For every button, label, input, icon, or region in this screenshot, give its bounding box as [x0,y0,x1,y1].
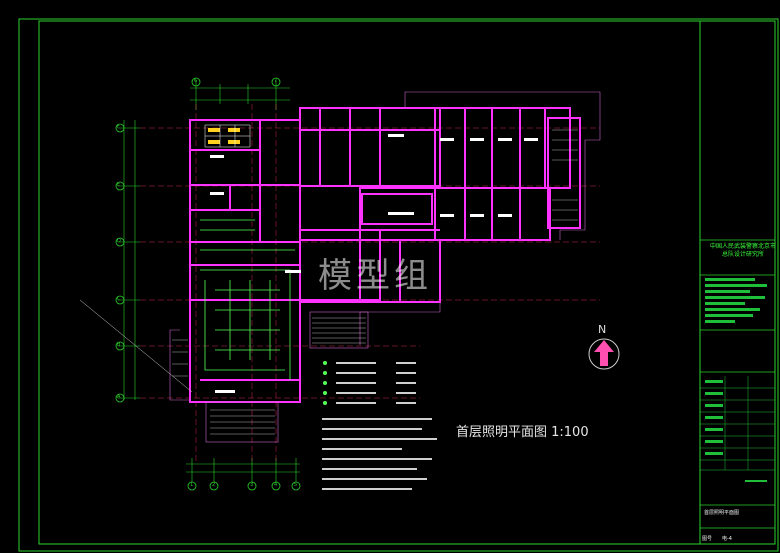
room-labels [210,134,538,393]
axis-row-label: C [117,296,121,302]
axis-col-label: 2 [212,482,216,488]
north-label: N [598,323,607,336]
building-outline [169,91,601,443]
dimension-left [118,120,140,400]
title-block-sheet-no-value: 电-4 [722,536,732,542]
title-block-org-name: 中国人民武装警察北京市总队设计研究所 [709,243,776,258]
drawing-title: 首层照明平面图 1:100 [456,425,589,440]
fixture-grid [204,124,251,148]
sheet-border-inner [38,20,776,545]
axis-row-label: F [117,124,120,130]
stair-hatch [172,129,578,435]
building-walls [189,107,581,403]
title-block-sheet-name: 首层照明平面图 [704,510,740,516]
light-fixtures [208,128,240,144]
title-block-sheet-no-label: 图号 [702,536,713,542]
axis-row-label: D [117,238,121,244]
legend-notes [322,361,437,490]
title-block [699,21,775,544]
axis-col-label: 1 [190,482,194,488]
axis-col-label: 5 [294,482,298,488]
axis-col-label: 4 [274,482,278,488]
axis-row-bubbles [115,123,125,403]
dimension-top [190,80,290,110]
north-arrow [588,338,620,370]
axis-col-label: 3 [250,482,254,488]
sheet-border-outer [18,18,779,552]
axis-row-label: A [117,394,121,400]
axis-col-bubbles [187,77,301,491]
axis-row-label: B [117,342,121,348]
axis-row-label: E [117,182,121,188]
axis-col-label: 6 [194,78,198,84]
axis-col-label: 7 [274,78,278,84]
watermark-text: 模型组 [318,256,432,296]
lighting-wiring [200,219,295,380]
dimension-bottom [186,458,300,482]
leader-line [79,299,193,393]
